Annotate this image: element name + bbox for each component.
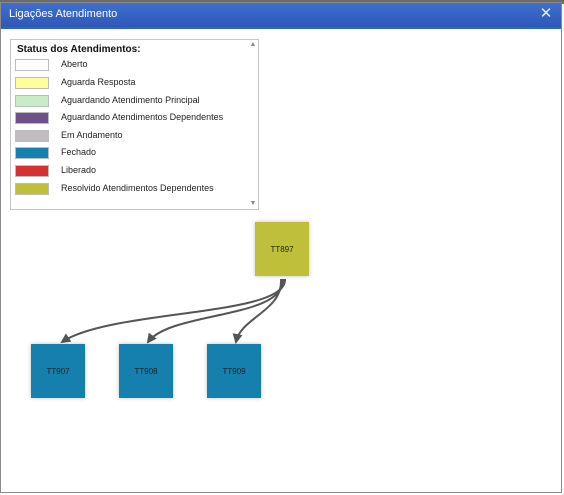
- node-tt907[interactable]: TT907: [31, 344, 85, 398]
- scroll-up-icon[interactable]: ▲: [249, 41, 257, 48]
- legend-item-fechado: Fechado: [15, 147, 245, 161]
- legend-swatch: [15, 165, 49, 177]
- legend-title: Status dos Atendimentos:: [17, 44, 141, 55]
- legend-label: Aguardando Atendimento Principal: [61, 95, 200, 105]
- legend-item-aguarda-resposta: Aguarda Resposta: [15, 77, 245, 91]
- dialog-content: Status dos Atendimentos: Aberto Aguarda …: [1, 27, 561, 492]
- legend-item-aguardando-atendimentos-dependentes: Aguardando Atendimentos Dependentes: [15, 112, 245, 126]
- node-tt908[interactable]: TT908: [119, 344, 173, 398]
- node-label: TT897: [270, 244, 294, 254]
- legend-label: Aguardando Atendimentos Dependentes: [61, 112, 224, 122]
- legend-label: Fechado: [61, 147, 97, 157]
- legend-label: Em Andamento: [61, 130, 123, 140]
- legend-swatch: [15, 77, 49, 89]
- legend-item-aguardando-atendimento-principal: Aguardando Atendimento Principal: [15, 95, 245, 109]
- legend-item-em-andamento: Em Andamento: [15, 130, 245, 144]
- legend-scrollbar[interactable]: ▲ ▼: [248, 40, 258, 209]
- legend-swatch: [15, 130, 49, 142]
- dialog-title: Ligações Atendimento: [9, 8, 118, 20]
- close-icon[interactable]: ✕: [539, 5, 553, 22]
- status-legend: Status dos Atendimentos: Aberto Aguarda …: [10, 39, 259, 210]
- dialog-titlebar[interactable]: Ligações Atendimento ✕: [1, 3, 561, 27]
- legend-swatch: [15, 112, 49, 124]
- legend-label: Resolvido Atendimentos Dependentes: [61, 183, 214, 193]
- legend-item-aberto: Aberto: [15, 59, 245, 73]
- legend-swatch: [15, 95, 49, 107]
- legend-label: Liberado: [61, 165, 97, 175]
- edge-tt897-tt907: [60, 278, 287, 344]
- legend-label: Aguarda Resposta: [61, 77, 136, 87]
- node-tt897[interactable]: TT897: [255, 222, 309, 276]
- scroll-down-icon[interactable]: ▼: [249, 200, 257, 207]
- legend-label: Aberto: [61, 59, 88, 69]
- node-label: TT909: [222, 366, 246, 376]
- edge-tt897-tt909: [232, 278, 283, 344]
- graph-edges: [60, 278, 287, 344]
- legend-item-resolvido-atendimentos-dependentes: Resolvido Atendimentos Dependentes: [15, 183, 245, 197]
- legend-item-liberado: Liberado: [15, 165, 245, 179]
- legend-swatch: [15, 183, 49, 195]
- node-label: TT908: [134, 366, 158, 376]
- legend-swatch: [15, 147, 49, 159]
- legend-swatch: [15, 59, 49, 71]
- node-label: TT907: [46, 366, 70, 376]
- node-tt909[interactable]: TT909: [207, 344, 261, 398]
